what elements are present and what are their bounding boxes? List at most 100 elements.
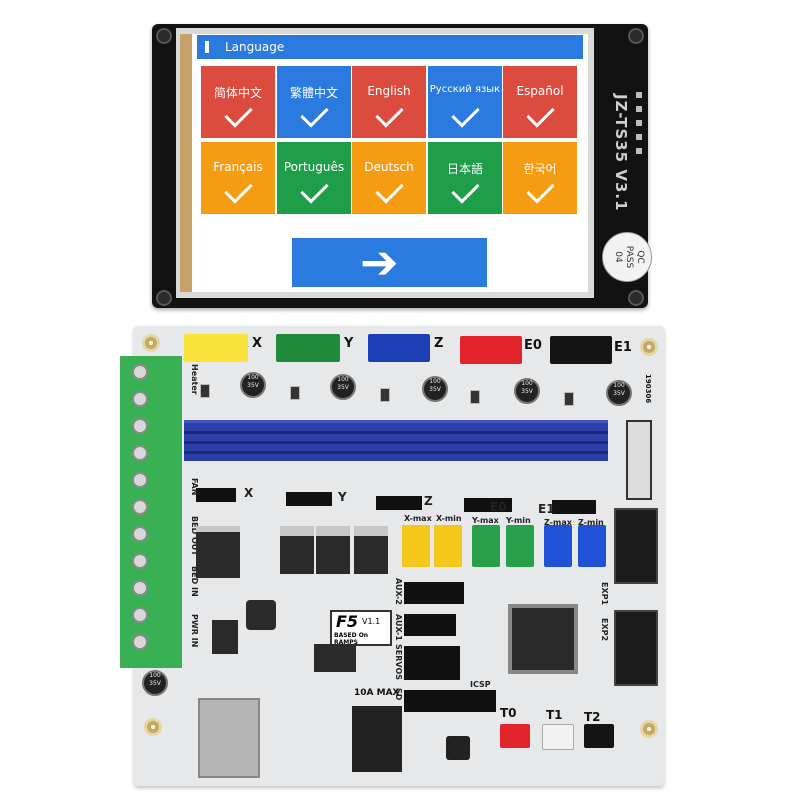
language-label: Deutsch (364, 160, 414, 174)
usb-b-port[interactable] (198, 698, 260, 778)
driver-jumper-header[interactable] (376, 496, 422, 510)
endstop-connector-z-min[interactable] (578, 525, 606, 567)
driver-jumper-header[interactable] (464, 498, 512, 512)
qc-pass-sticker: QC PASS 04 (602, 232, 652, 282)
driver-jumper-header[interactable] (196, 488, 236, 502)
terminal-screw (132, 499, 148, 515)
mounting-hole (156, 290, 172, 306)
board-mount-hole (144, 718, 162, 736)
next-button[interactable]: ➔ (292, 238, 487, 287)
axis-label-x: X (252, 336, 263, 351)
thermistor-connector-t2[interactable] (584, 724, 614, 748)
qc-text: QC (635, 250, 645, 264)
smd-component (290, 386, 300, 400)
aux1-header[interactable] (404, 614, 456, 636)
capacitor-text: 100 35V (149, 672, 161, 687)
electrolytic-capacitor: 100 35V (330, 374, 356, 400)
fuse-holder (212, 620, 238, 654)
icsp-label: ICSP (470, 680, 491, 689)
language-tile-french[interactable]: Français (201, 142, 275, 214)
checkmark-icon (224, 99, 253, 128)
terminal-screw (132, 418, 148, 434)
mosfet (354, 526, 388, 574)
terminal-label-bed-out: BED OUT (190, 516, 199, 556)
motor-connector-x[interactable] (184, 334, 248, 362)
endstop-label-y-max: Y-max (472, 516, 499, 525)
board-mount-hole (142, 334, 160, 352)
lcd-flex-cable (180, 34, 192, 292)
endstop-connector-y-min[interactable] (506, 525, 534, 567)
electrolytic-capacitor: 100 35V (142, 670, 168, 696)
checkmark-icon (451, 175, 480, 204)
exp1-connector[interactable] (614, 508, 658, 584)
aux2-header[interactable] (404, 582, 464, 604)
checkmark-icon (526, 99, 555, 128)
driver-jumper-header[interactable] (552, 500, 596, 514)
sd-header[interactable] (404, 690, 496, 712)
reset-button[interactable] (446, 736, 470, 760)
thermistor-connector-t1[interactable] (542, 724, 574, 750)
voltage-regulator (196, 526, 240, 578)
language-label: 日本語 (446, 162, 483, 176)
endstop-connector-x-min[interactable] (434, 525, 462, 567)
motor-connector-y[interactable] (276, 334, 340, 362)
smd-component (380, 388, 390, 402)
motor-connector-e1[interactable] (550, 336, 612, 364)
language-label: 繁體中文 (289, 86, 338, 100)
heatsink-fin (184, 441, 608, 444)
logo-version: V1.1 (362, 617, 381, 626)
ribbon-connector (626, 420, 652, 500)
endstop-connector-z-max[interactable] (544, 525, 572, 567)
driver-jumper-header[interactable] (286, 492, 332, 506)
thermistor-connector-t0[interactable] (500, 724, 530, 748)
usb-serial-chip (314, 644, 356, 672)
terminal-screw (132, 391, 148, 407)
endstop-connector-y-max[interactable] (472, 525, 500, 567)
language-tile-simplified-chinese[interactable]: 简体中文 (201, 66, 275, 138)
language-tile-korean[interactable]: 한국어 (503, 142, 577, 214)
driver-label-x: X (244, 486, 254, 500)
language-label: English (367, 84, 411, 98)
language-tile-german[interactable]: Deutsch (352, 142, 426, 214)
mosfet (280, 526, 314, 574)
exp-label-1: EXP1 (600, 582, 609, 606)
electrolytic-capacitor: 100 35V (606, 380, 632, 406)
servos-header[interactable] (404, 646, 460, 680)
power-terminal-block (120, 356, 182, 668)
solder-pad (636, 120, 642, 126)
language-tile-spanish[interactable]: Español (503, 66, 577, 138)
current-rating-label: 10A MAX (354, 688, 400, 698)
thermistor-label-t1: T1 (546, 708, 563, 722)
motor-connector-e0[interactable] (460, 336, 522, 364)
capacitor-text: 100 35V (429, 378, 441, 393)
terminal-screw (132, 553, 148, 569)
dc-power-jack[interactable] (352, 706, 402, 772)
header-title: Language (225, 40, 285, 54)
driver-label-e0: E0 (490, 500, 507, 514)
axis-label-e1: E1 (614, 340, 632, 355)
language-header: Language (197, 35, 583, 59)
terminal-label-heater: Heater (190, 364, 199, 395)
motor-connector-z[interactable] (368, 334, 430, 362)
pcb-model-text: JZ-TS35 V3.1 (612, 94, 630, 212)
language-tile-japanese[interactable]: 日本語 (428, 142, 502, 214)
exp2-connector[interactable] (614, 610, 658, 686)
terminal-label-bed-in: BED IN (190, 566, 199, 597)
checkmark-icon (300, 175, 329, 204)
aux-label-2: AUX-2 (394, 578, 403, 605)
language-tile-traditional-chinese[interactable]: 繁體中文 (277, 66, 351, 138)
axis-label-e0: E0 (524, 338, 542, 353)
language-tile-russian[interactable]: Русский язык (428, 66, 502, 138)
smd-component (564, 392, 574, 406)
terminal-label-pwr-in: PWR IN (190, 614, 199, 648)
language-label: Русский язык (429, 84, 501, 95)
terminal-screw (132, 472, 148, 488)
language-tile-portuguese[interactable]: Português (277, 142, 351, 214)
endstop-label-y-min: Y-min (506, 516, 531, 525)
endstop-connector-x-max[interactable] (402, 525, 430, 567)
board-mount-hole (640, 720, 658, 738)
heatsink-fin (184, 431, 608, 434)
language-label: Español (516, 84, 564, 98)
mosfet (316, 526, 350, 574)
language-tile-english[interactable]: English (352, 66, 426, 138)
